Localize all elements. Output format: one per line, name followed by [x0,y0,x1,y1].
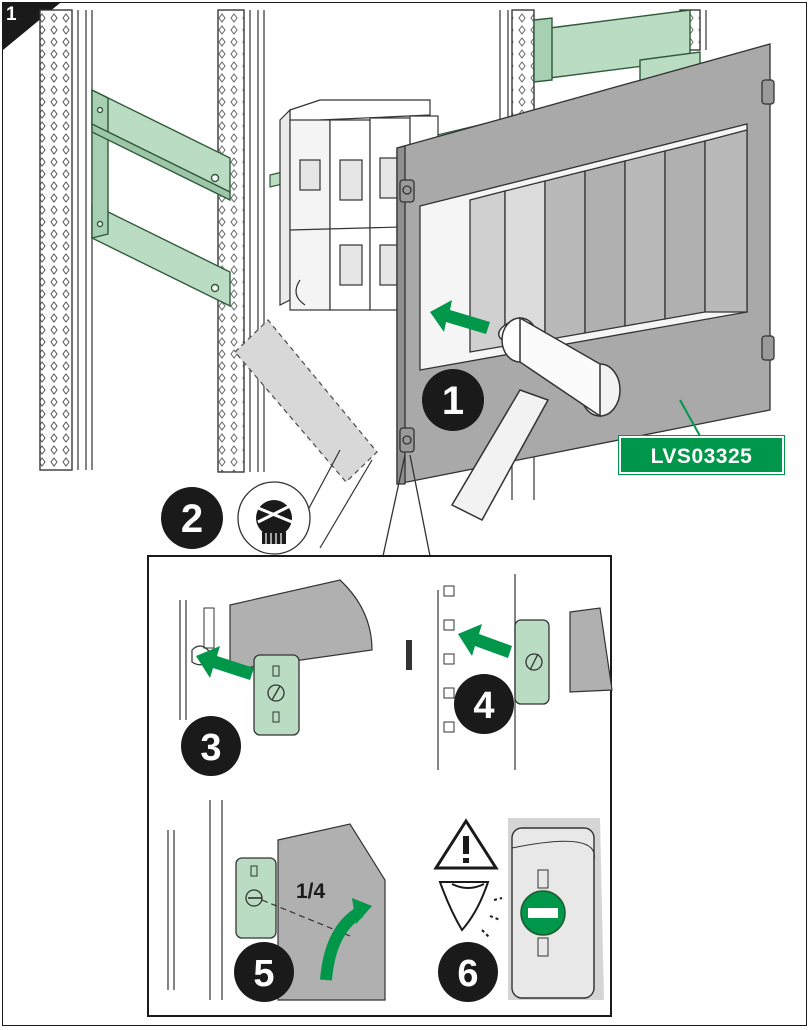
step-number-1: 1 [442,379,464,423]
hammer-icon [450,316,621,521]
step-badge-6: 6 [438,942,498,1002]
step-number-4: 4 [473,685,494,727]
left-upright-rail [39,9,93,471]
part-reference-label: LVS03325 [618,435,785,475]
reference-leader [679,399,701,437]
detail-panel-3 [179,574,380,760]
eye-icon [438,881,503,939]
step-badge-2: 2 [161,487,223,549]
rotation-fraction-label: 1/4 [296,880,326,903]
step-number-5: 5 [253,953,274,995]
detail-panel-6 [508,818,604,1000]
warning-triangle-icon [433,818,499,870]
corner-badge-number: 1 [6,4,17,25]
middle-upright-rail [217,9,265,473]
protective-film [234,319,378,483]
left-mint-bracket [91,88,231,308]
step-number-3: 3 [200,727,221,769]
step-badge-3: 3 [181,716,241,776]
plate-clip-detail-source [399,427,415,453]
step-badge-5: 5 [234,942,294,1002]
step-number-6: 6 [457,953,478,995]
step-number-2: 2 [181,497,203,541]
step-badge-1: 1 [422,369,484,431]
push-arrow-icon [430,300,490,334]
detail-panel-5 [167,790,390,1001]
no-tool-icon [237,481,311,555]
detail-panel-4 [406,574,613,770]
front-plate [396,43,775,485]
step-badge-4: 4 [454,674,514,734]
